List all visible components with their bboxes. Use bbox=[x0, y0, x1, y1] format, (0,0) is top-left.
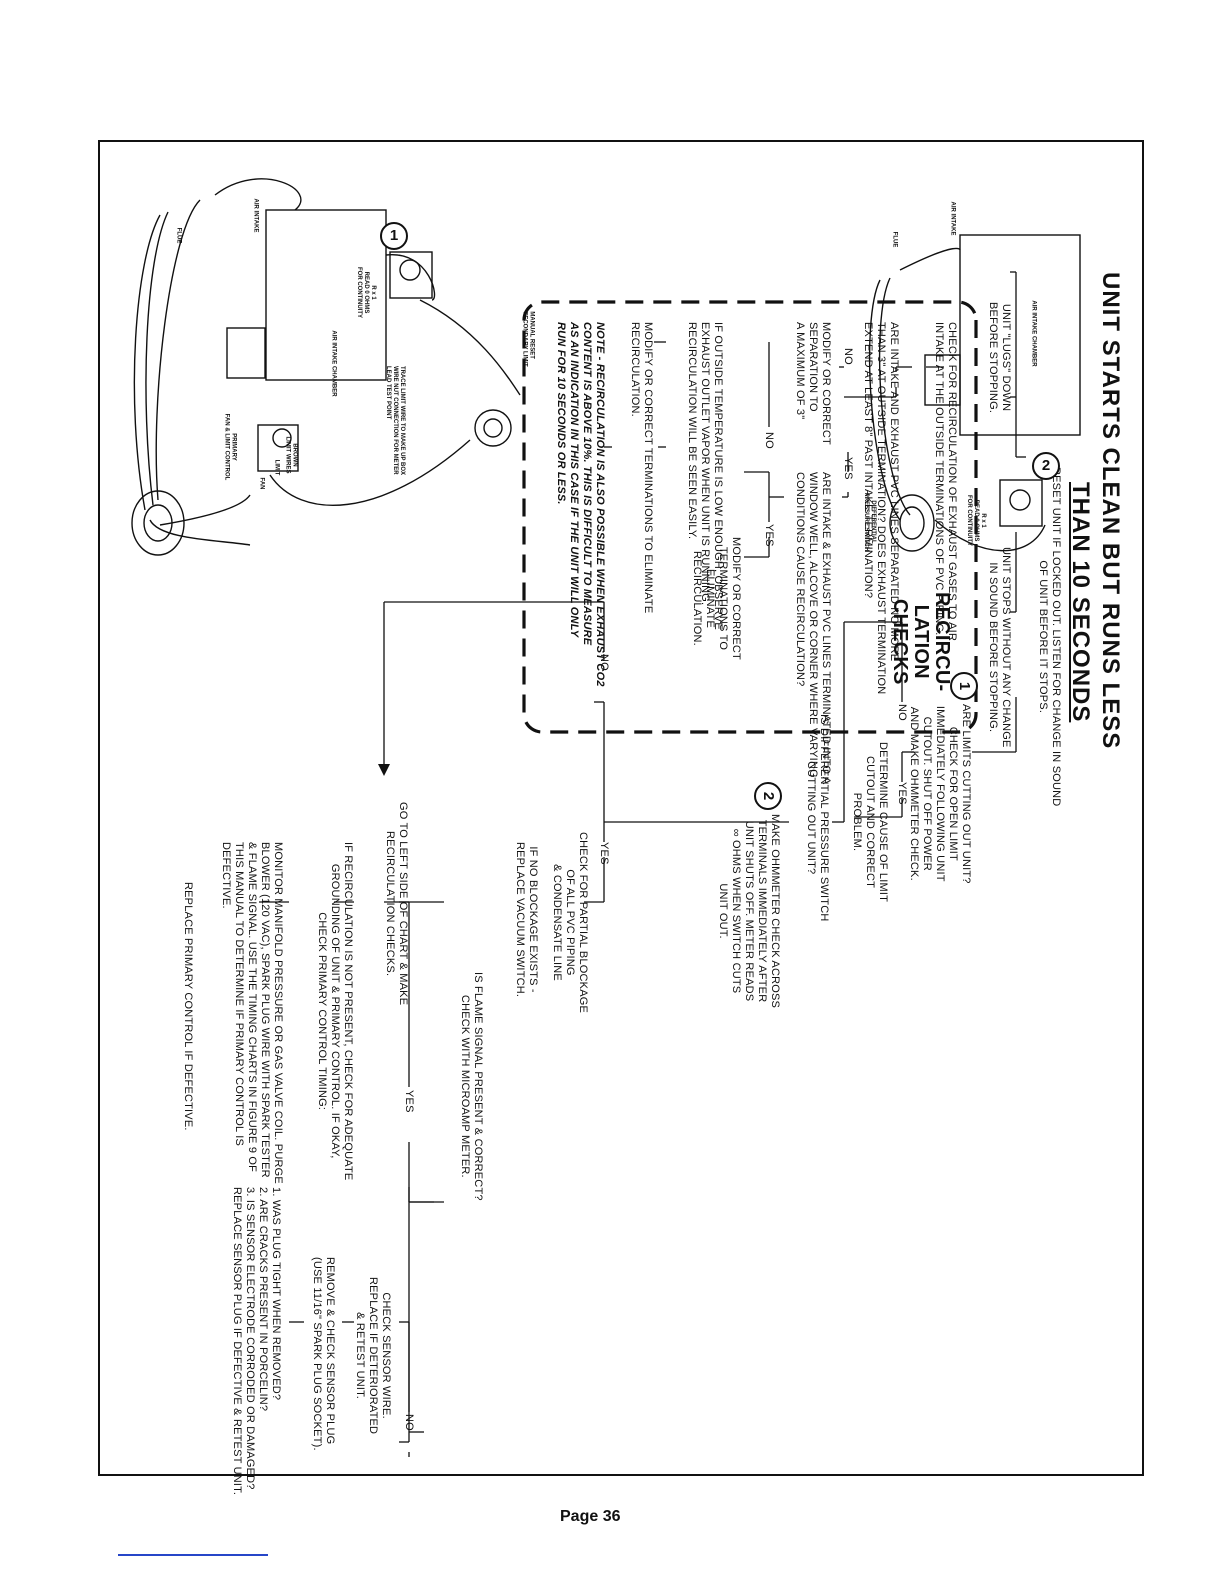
limits-yes-action: DETERMINE CAUSE OF LIMIT CUTOUT AND CORR… bbox=[851, 742, 889, 903]
flowchart-canvas: UNIT STARTS CLEAN BUT RUNS LESS THAN 10 … bbox=[104, 142, 1144, 1495]
limits-question: ARE LIMITS CUTTING OUT UNIT? CHECK FOR O… bbox=[908, 704, 972, 884]
diagram-frame bbox=[98, 140, 1144, 1476]
flame-ground-step: IF RECIRCULATION IS NOT PRESENT, CHECK F… bbox=[316, 842, 354, 1181]
flame-no-label: NO bbox=[403, 1414, 415, 1431]
illus1-brown: BROWN LIMIT WIRES bbox=[284, 436, 298, 474]
flame-sensor-step: CHECK SENSOR WIRE. REPLACE IF DETERIORAT… bbox=[354, 1277, 392, 1435]
recirculation-box bbox=[522, 300, 978, 734]
illus1-flue: FLUE bbox=[175, 227, 182, 244]
flame-plug-list: 1. WAS PLUG TIGHT WHEN REMOVED? 2. ARE C… bbox=[231, 1187, 282, 1496]
page-title-line1: UNIT STARTS CLEAN BUT RUNS LESS bbox=[1097, 272, 1124, 750]
illus1-limit: LIMIT bbox=[273, 459, 280, 476]
reset-step: RESET UNIT IF LOCKED OUT. LISTEN FOR CHA… bbox=[1037, 467, 1062, 807]
diff-ohmmeter: MAKE OHMMETER CHECK ACROSS TERMINALS IMM… bbox=[717, 814, 781, 1009]
illus1-primary: PRIMARY FAN & LIMIT CONTROL bbox=[223, 413, 237, 481]
illus1-manual-reset: MANUAL RESET SECONDARY LIMIT bbox=[521, 311, 535, 367]
stops-step: UNIT STOPS WITHOUT ANY CHANGE IN SOUND B… bbox=[987, 547, 1012, 748]
illus2-air-intake: AIR INTAKE bbox=[949, 201, 956, 236]
illus1-chamber: AIR INTAKE CHAMBER bbox=[330, 330, 337, 397]
limits-yes-label: YES bbox=[896, 782, 908, 805]
illus2-marker-2: 2 bbox=[1032, 452, 1060, 480]
page-number: Page 36 bbox=[560, 1508, 621, 1525]
illus1-r1: R x 1 READ 0 OHMS FOR CONTINUITY bbox=[356, 267, 376, 318]
illus2-diff: DIFFERENTIAL PRESSURE SWITCH bbox=[863, 492, 877, 552]
recirc-q3-action: MODIFY OR CORRECT TERMINATIONS TO ELIMIN… bbox=[629, 322, 654, 614]
marker-2: 2 bbox=[754, 782, 782, 810]
diff-yes-action: CHECK FOR PARTIAL BLOCKAGE OF ALL PVC PI… bbox=[551, 832, 589, 1014]
recirc-q3: IF OUTSIDE TEMPERATURE IS LOW ENOUGH, OB… bbox=[686, 322, 724, 630]
flowchart-lines bbox=[259, 271, 1026, 1457]
illus2-chamber: AIR INTAKE CHAMBER bbox=[1030, 300, 1037, 367]
flame-yes-label: YES bbox=[403, 1090, 415, 1113]
recirc-q2: ARE INTAKE & EXHAUST PVC LINES TERMINATE… bbox=[794, 472, 832, 785]
illus1-marker-1: 1 bbox=[380, 222, 408, 250]
limits-no-label: NO bbox=[896, 704, 908, 721]
flame-question: IS FLAME SIGNAL PRESENT & CORRECT? CHECK… bbox=[459, 972, 484, 1201]
illus1-air-intake: AIR INTAKE bbox=[252, 198, 259, 233]
footer-rule bbox=[118, 1554, 268, 1556]
diff-yes-label: YES bbox=[598, 842, 610, 865]
flame-goto: GO TO LEFT SIDE OF CHART & MAKE RECIRCUL… bbox=[384, 802, 409, 1006]
marker-1: 1 bbox=[950, 672, 978, 700]
recirc-q1-no: NO bbox=[842, 348, 854, 365]
illus1-trace: TRACE LIMIT WIRE TO MAKE UP BOX WIRE NUT… bbox=[385, 365, 406, 476]
flame-monitor-step: MONITOR MANIFOLD PRESSURE OR GAS VALVE C… bbox=[220, 842, 284, 1184]
illus2-r1: R x 1 READ 0 OHMS FOR CONTINUITY bbox=[966, 495, 986, 546]
page-title-line2: THAN 10 SECONDS bbox=[1067, 482, 1094, 723]
recirc-note: NOTE - RECIRCULATION IS ALSO POSSIBLE WH… bbox=[555, 322, 606, 687]
recirc-q2-no: NO bbox=[763, 432, 775, 449]
illus2-flue: FLUE bbox=[891, 231, 898, 248]
recirc-q2-yes: YES bbox=[763, 524, 775, 547]
recirc-check: CHECK FOR RECIRCULATION OF EXHAUST GASES… bbox=[933, 322, 958, 642]
illus1-fan: FAN bbox=[258, 477, 265, 490]
diff-yes-action2: IF NO BLOCKAGE EXISTS - REPLACE VACUUM S… bbox=[514, 842, 539, 998]
recirc-q1-no-action: MODIFY OR CORRECT SEPARATION TO A MAXIMU… bbox=[794, 322, 832, 445]
flame-replace-step: REPLACE PRIMARY CONTROL IF DEFECTIVE. bbox=[182, 882, 194, 1131]
lugs-step: UNIT "LUGS" DOWN BEFORE STOPPING. bbox=[987, 302, 1012, 414]
recirc-q1-yes: YES bbox=[842, 457, 854, 480]
flame-plug-step: REMOVE & CHECK SENSOR PLUG (USE 11/16" S… bbox=[311, 1257, 336, 1451]
